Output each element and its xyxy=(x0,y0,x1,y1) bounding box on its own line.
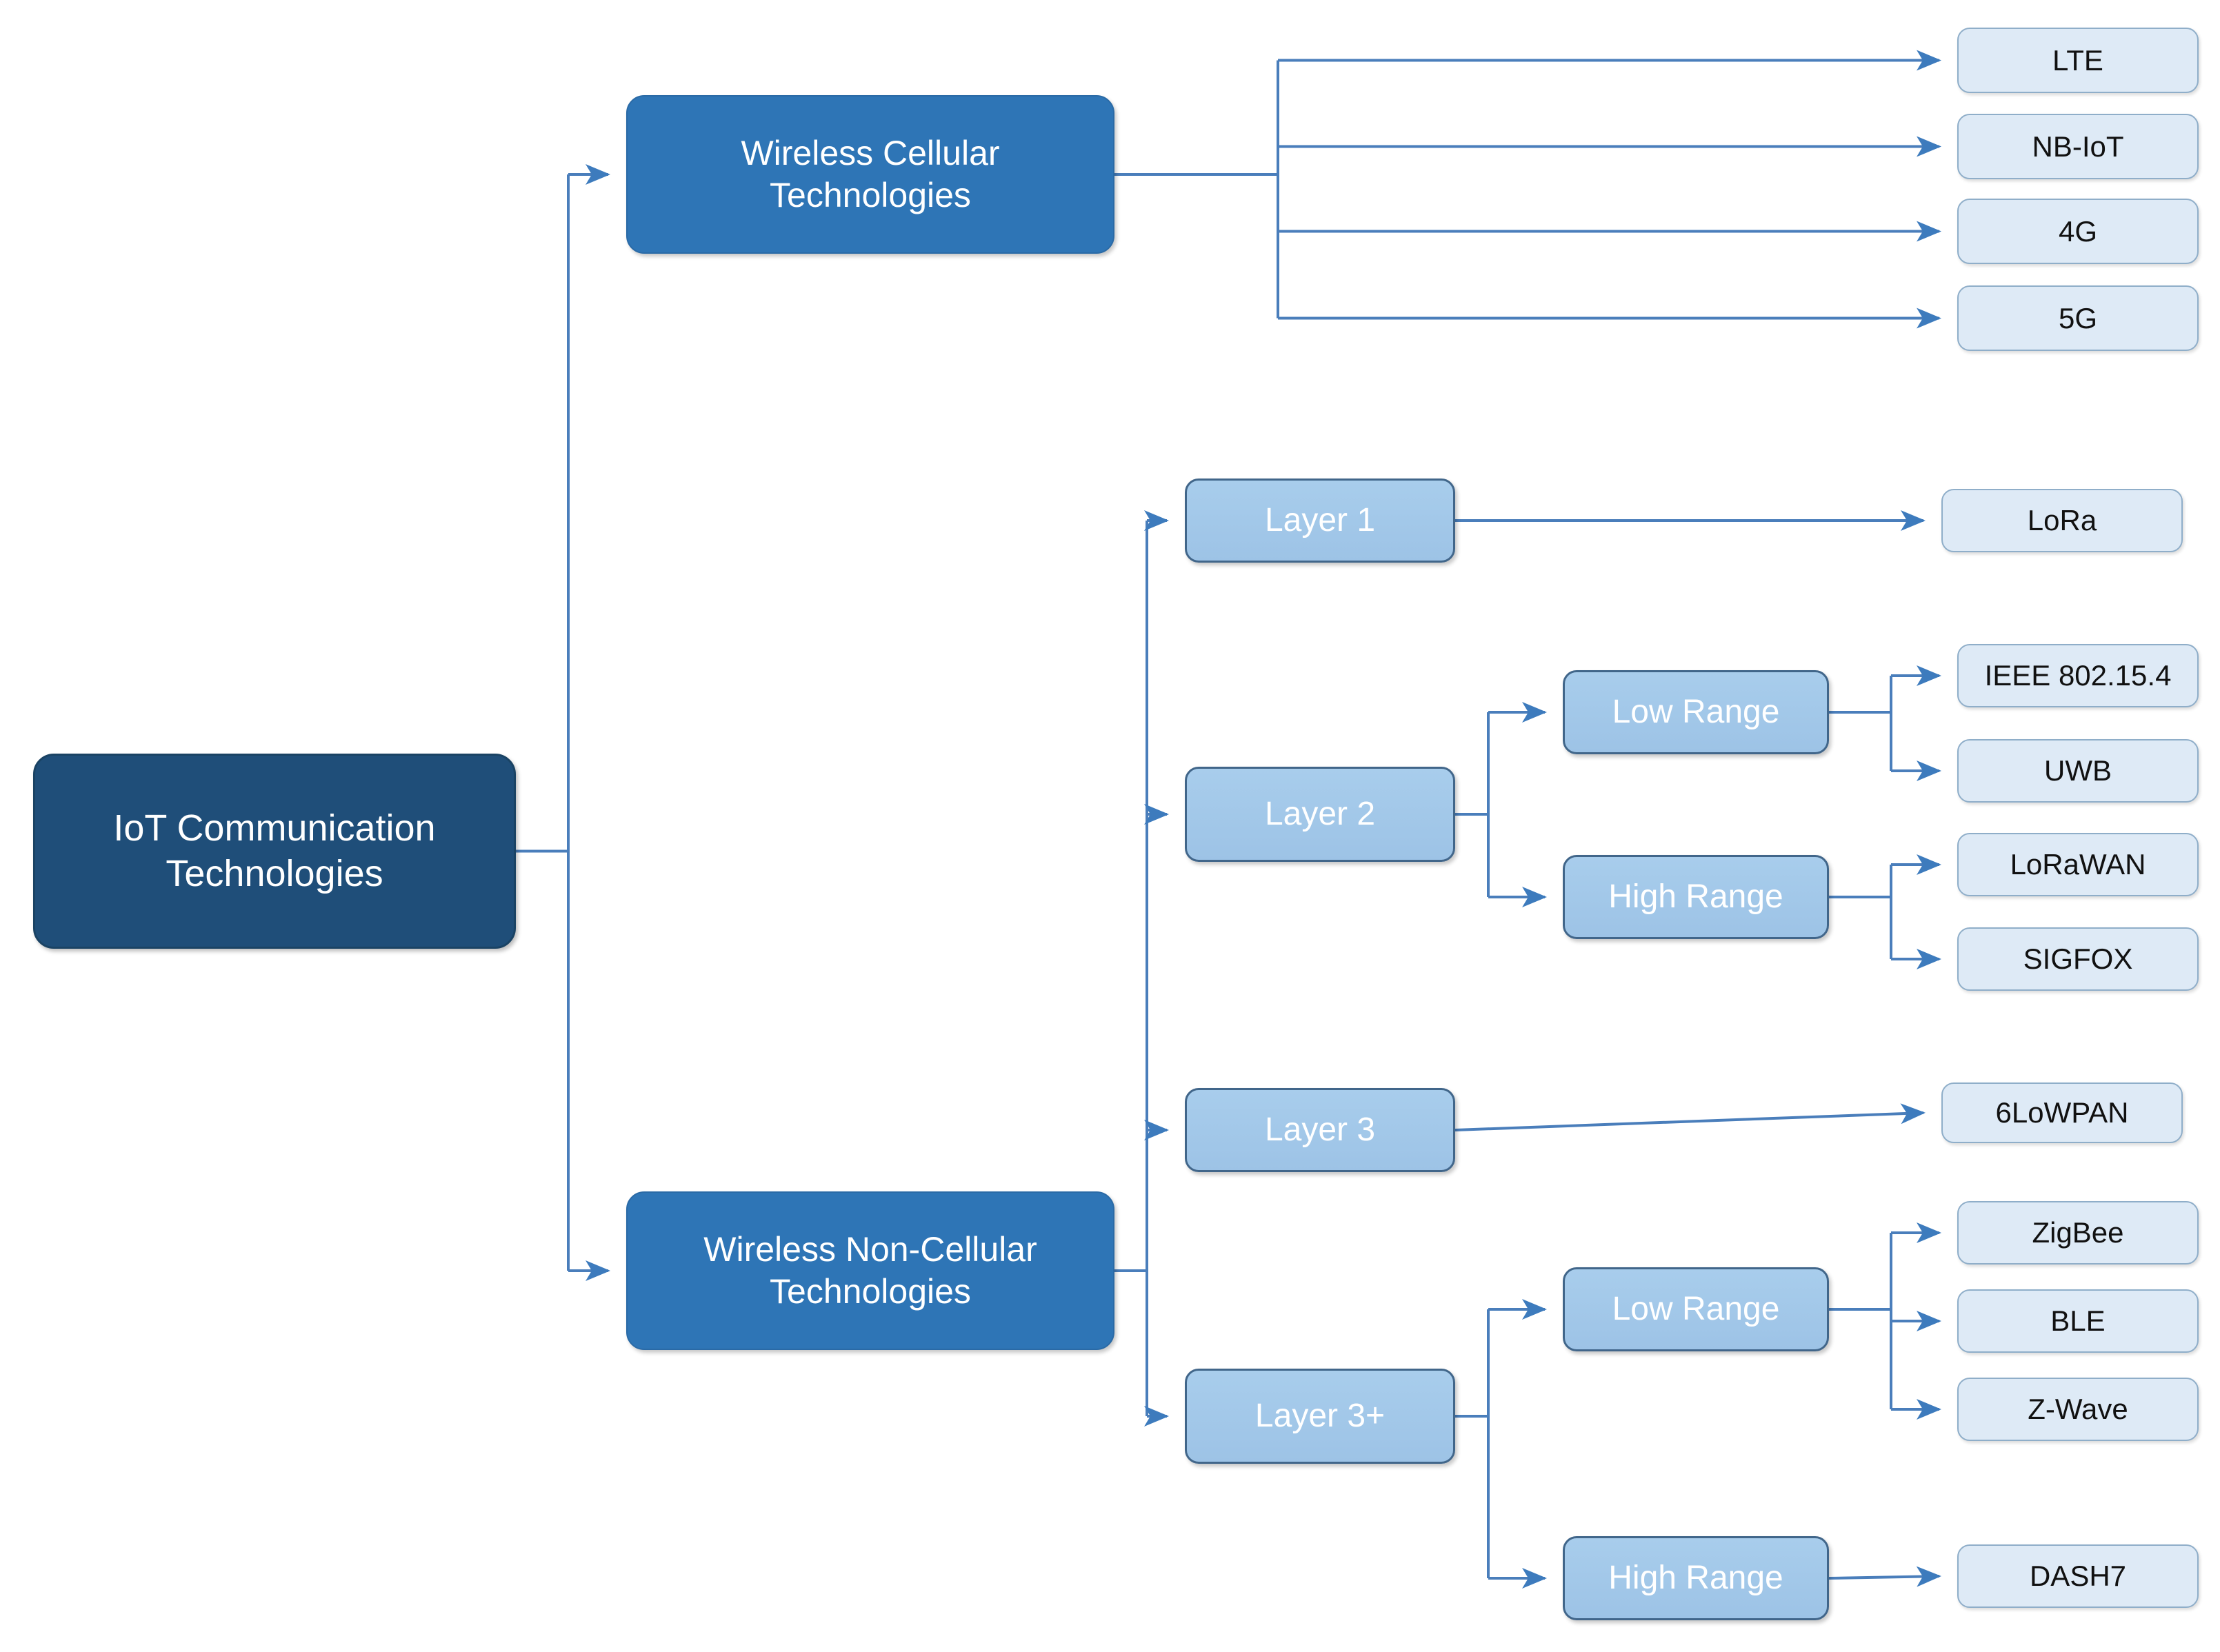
node-label-l2low: Low Range xyxy=(1612,693,1780,730)
node-noncellular[interactable]: Wireless Non-Cellular Technologies xyxy=(626,1191,1114,1350)
node-label-nbiot: NB-IoT xyxy=(2032,130,2124,163)
node-l3high[interactable]: High Range xyxy=(1563,1536,1829,1620)
node-layer1[interactable]: Layer 1 xyxy=(1185,479,1455,563)
node-l2low[interactable]: Low Range xyxy=(1563,670,1829,754)
node-label-l3high: High Range xyxy=(1608,1559,1783,1596)
node-label-sigfox: SIGFOX xyxy=(2023,943,2133,976)
node-label-5g: 5G xyxy=(2058,301,2098,334)
node-sixlowpan[interactable]: 6LoWPAN xyxy=(1941,1082,2183,1143)
node-5g[interactable]: 5G xyxy=(1957,285,2199,351)
node-ieee[interactable]: IEEE 802.15.4 xyxy=(1957,644,2199,707)
node-label-noncellular: Wireless Non-Cellular Technologies xyxy=(703,1230,1037,1311)
node-label-uwb: UWB xyxy=(2044,754,2112,787)
node-label-l2high: High Range xyxy=(1608,878,1783,915)
node-layer3p[interactable]: Layer 3+ xyxy=(1185,1369,1455,1464)
node-layer2[interactable]: Layer 2 xyxy=(1185,767,1455,862)
node-label-l3low: Low Range xyxy=(1612,1290,1780,1327)
node-label-dash7: DASH7 xyxy=(2029,1560,2127,1593)
node-label-zwave: Z-Wave xyxy=(2028,1393,2128,1426)
node-label-lora: LoRa xyxy=(2027,504,2097,537)
node-lorawan[interactable]: LoRaWAN xyxy=(1957,833,2199,896)
node-nbiot[interactable]: NB-IoT xyxy=(1957,114,2199,179)
node-label-sixlowpan: 6LoWPAN xyxy=(1995,1096,2129,1129)
node-label-layer1: Layer 1 xyxy=(1264,501,1376,538)
node-label-zigbee: ZigBee xyxy=(2032,1216,2124,1249)
node-cellular[interactable]: Wireless Cellular Technologies xyxy=(626,95,1114,254)
node-label-ieee: IEEE 802.15.4 xyxy=(1984,659,2172,692)
edge-l3high-to-dash7 xyxy=(1828,1566,1941,1587)
node-lte[interactable]: LTE xyxy=(1957,28,2199,93)
node-label-ble: BLE xyxy=(2050,1305,2106,1338)
node-zwave[interactable]: Z-Wave xyxy=(1957,1378,2199,1441)
node-lora[interactable]: LoRa xyxy=(1941,489,2183,552)
node-label-layer2: Layer 2 xyxy=(1264,795,1376,832)
edge-layer3-to-sixlowpan xyxy=(1454,1103,1926,1131)
node-l3low[interactable]: Low Range xyxy=(1563,1267,1829,1351)
node-sigfox[interactable]: SIGFOX xyxy=(1957,927,2199,991)
node-root[interactable]: IoT Communication Technologies xyxy=(33,754,516,949)
node-l2high[interactable]: High Range xyxy=(1563,855,1829,939)
node-layer3[interactable]: Layer 3 xyxy=(1185,1088,1455,1172)
node-uwb[interactable]: UWB xyxy=(1957,739,2199,803)
node-4g[interactable]: 4G xyxy=(1957,199,2199,264)
node-label-lorawan: LoRaWAN xyxy=(2010,848,2146,881)
node-label-lte: LTE xyxy=(2052,43,2103,77)
node-dash7[interactable]: DASH7 xyxy=(1957,1544,2199,1608)
node-ble[interactable]: BLE xyxy=(1957,1289,2199,1353)
node-label-layer3: Layer 3 xyxy=(1264,1111,1376,1148)
node-label-root: IoT Communication Technologies xyxy=(113,807,436,894)
node-label-layer3p: Layer 3+ xyxy=(1254,1397,1386,1434)
node-label-cellular: Wireless Cellular Technologies xyxy=(741,134,1000,214)
node-zigbee[interactable]: ZigBee xyxy=(1957,1201,2199,1265)
node-label-4g: 4G xyxy=(2058,214,2098,248)
